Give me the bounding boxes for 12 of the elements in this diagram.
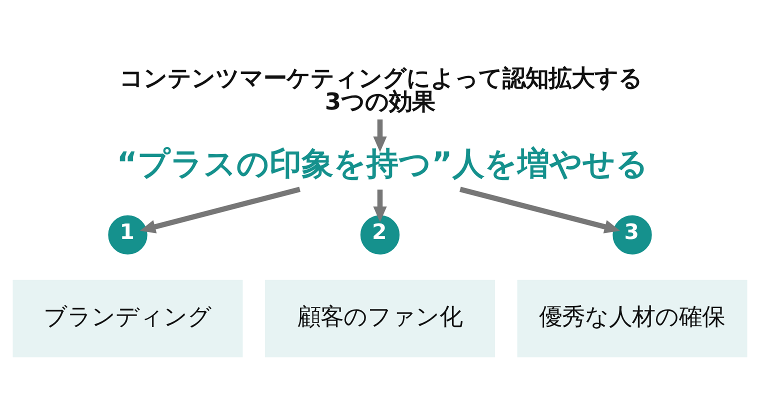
node-box: 優秀な人材の確保 [517,279,748,357]
node-text: コンテンツマーケティングによって認知拡大する3つの効果 [119,64,642,115]
arrow [373,189,387,222]
node-circle: 3 [612,214,652,254]
arrow [140,186,300,233]
arrow [460,186,620,233]
node-circle: 1 [108,214,148,254]
node-box: 顧客のファン化 [265,279,495,357]
arrow [373,118,387,152]
node-box: ブランディング [12,279,243,357]
node-text: “プラスの印象を持つ”人を増やせる [116,144,648,182]
node-circle: 2 [360,214,400,254]
